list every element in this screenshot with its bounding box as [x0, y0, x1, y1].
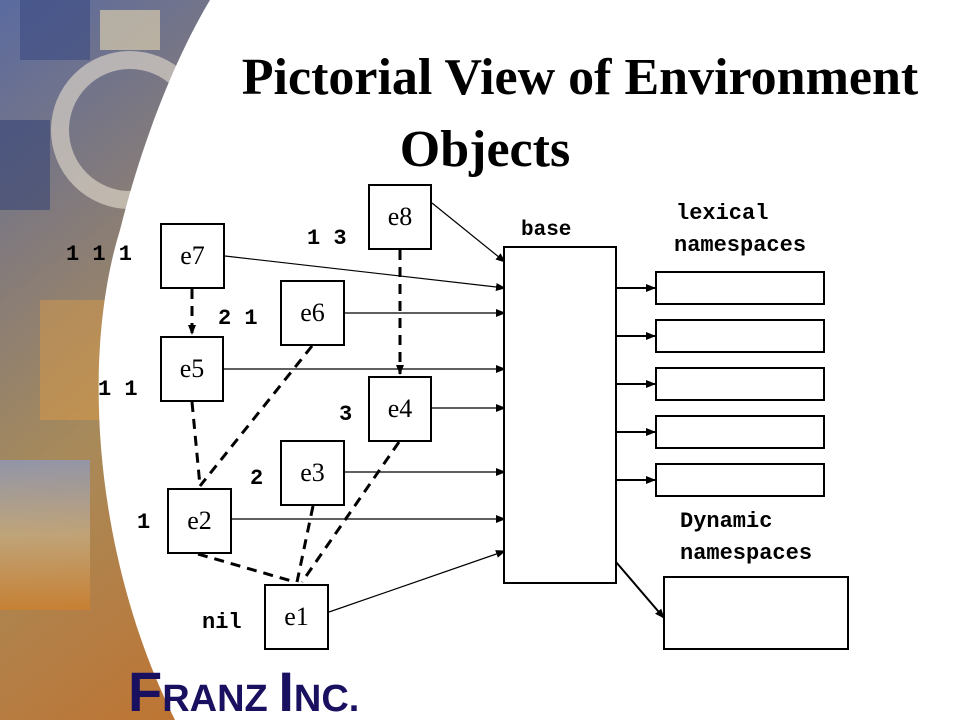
- env-node-e6: e6: [280, 280, 345, 346]
- base-box: [503, 246, 617, 584]
- lexical-namespace-box: [655, 415, 825, 449]
- env-node-e1: e1: [264, 584, 329, 650]
- lexical-namespaces-label-line-2: namespaces: [674, 233, 807, 258]
- arrow-e8-base: [431, 202, 506, 263]
- link-e4-e1: [300, 441, 401, 583]
- franz-inc-logo: FRANZ INC.: [128, 662, 359, 720]
- env-node-e2: e2: [167, 488, 232, 554]
- env-node-e3: e3: [280, 440, 345, 506]
- link-e6-e2: [198, 345, 314, 487]
- e4-index-label: 3: [339, 402, 353, 427]
- lexical-namespace-box: [655, 271, 825, 305]
- link-e5-e2: [190, 401, 202, 487]
- e3-index-label: 2: [250, 466, 264, 491]
- dynamic-namespaces-label-line-2: namespaces: [680, 541, 813, 566]
- arrow-e1-base: [328, 550, 506, 613]
- logo-text-nc: NC.: [293, 678, 360, 720]
- slide-title-line-1: Pictorial View of Environment: [241, 49, 919, 106]
- env-node-e8: e8: [368, 184, 432, 250]
- base-label: base: [521, 219, 572, 242]
- link-e3-e1: [295, 505, 315, 583]
- lexical-namespace-box: [655, 367, 825, 401]
- env-node-e5: e5: [160, 336, 224, 402]
- lexical-namespace-box: [655, 319, 825, 353]
- logo-letter-f: F: [128, 660, 163, 720]
- env-node-e4: e4: [368, 376, 432, 442]
- e1-index-label: nil: [202, 610, 242, 635]
- env-node-e7: e7: [160, 223, 225, 289]
- lexical-namespace-box: [655, 463, 825, 497]
- logo-letter-i: I: [278, 660, 294, 720]
- e6-index-label: 2 1: [218, 306, 258, 331]
- slide-title-line-2: Objects: [399, 121, 571, 178]
- arrow-e7-base: [224, 255, 506, 291]
- logo-text-ranz: RANZ: [162, 678, 279, 720]
- arrow-base-dynamic: [615, 561, 665, 619]
- link-e2-e1: [197, 552, 296, 584]
- e2-index-label: 1: [137, 510, 151, 535]
- e5-index-label: 1 1: [98, 377, 138, 402]
- dynamic-namespace-box: [663, 576, 849, 650]
- lexical-namespaces-label-line-1: lexical: [676, 201, 769, 226]
- e7-index-label: 1 1 1: [66, 242, 133, 267]
- e8-index-label: 1 3: [307, 226, 347, 251]
- dynamic-namespaces-label-line-1: Dynamic: [680, 509, 773, 534]
